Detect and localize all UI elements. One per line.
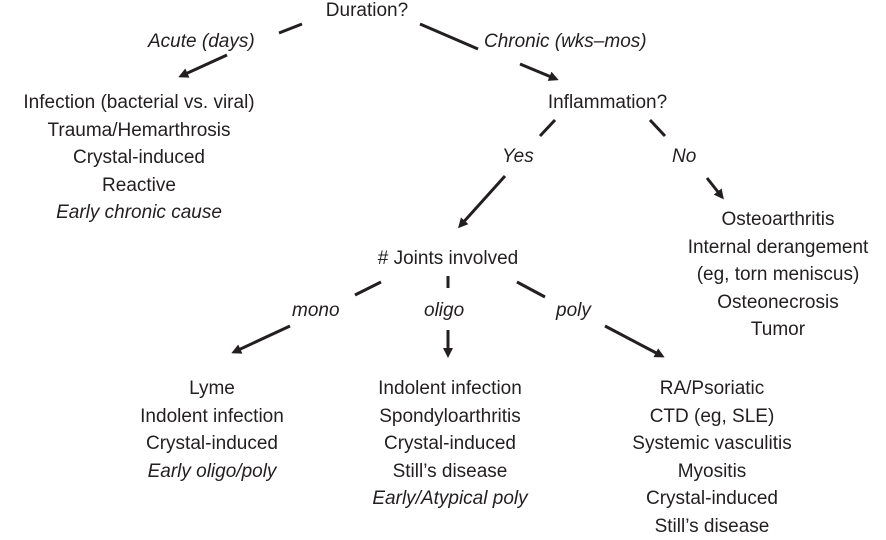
arrow-joints-to-mono-upper	[355, 282, 381, 295]
edge-label-yes: Yes	[502, 146, 534, 168]
arrow-duration-to-chronic-upper	[420, 24, 478, 49]
cause-item: Tumor	[663, 316, 886, 344]
arrow-joints-to-poly-upper	[517, 282, 545, 297]
cause-item: Infection (bacterial vs. viral)	[0, 89, 280, 117]
arrow-duration-to-acute-upper	[279, 24, 302, 33]
cause-item: Osteonecrosis	[663, 289, 886, 317]
edge-label-chronic: Chronic (wks–mos)	[484, 31, 647, 53]
arrow-duration-to-acute-lower	[181, 55, 227, 76]
cause-item: Early oligo/poly	[112, 458, 312, 486]
cause-item: Still’s disease	[612, 513, 812, 540]
arrow-duration-to-chronic-lower	[520, 64, 556, 79]
edge-label-mono: mono	[292, 300, 340, 322]
cause-item: Indolent infection	[112, 403, 312, 431]
acute-causes-list: Infection (bacterial vs. viral)Trauma/He…	[0, 89, 280, 227]
cause-item: Myositis	[612, 458, 812, 486]
edge-label-acute: Acute (days)	[148, 31, 255, 53]
cause-item: RA/Psoriatic	[612, 375, 812, 403]
edge-label-no: No	[672, 146, 696, 168]
cause-item: Still’s disease	[350, 458, 550, 486]
cause-item: Early chronic cause	[0, 199, 280, 227]
arrow-inflammation-to-yes-lower	[460, 176, 505, 226]
joints-involved-question: # Joints involved	[358, 245, 538, 273]
cause-item: Early/Atypical poly	[350, 485, 550, 513]
cause-item: Osteoarthritis	[663, 206, 886, 234]
arrow-joints-to-poly-lower	[605, 326, 662, 356]
cause-item: Crystal-induced	[112, 430, 312, 458]
cause-item: Internal derangement	[663, 234, 886, 262]
arrow-inflammation-to-no-lower	[707, 178, 722, 197]
arrow-inflammation-to-yes-upper	[540, 120, 555, 136]
cause-item: Indolent infection	[350, 375, 550, 403]
inflammation-question: Inflammation?	[535, 89, 680, 117]
edge-label-oligo: oligo	[424, 300, 464, 322]
cause-item: Spondyloarthritis	[350, 403, 550, 431]
arrow-joints-to-mono-lower	[234, 326, 290, 352]
cause-item: Systemic vasculitis	[612, 430, 812, 458]
root-question-duration: Duration?	[312, 0, 422, 25]
cause-item: CTD (eg, SLE)	[612, 403, 812, 431]
cause-item: (eg, torn meniscus)	[663, 261, 886, 289]
cause-item: Trauma/Hemarthrosis	[0, 117, 280, 145]
arrow-inflammation-to-no-upper	[650, 120, 665, 136]
cause-item: Crystal-induced	[0, 144, 280, 172]
edge-label-poly: poly	[556, 300, 591, 322]
cause-item: Crystal-induced	[350, 430, 550, 458]
cause-item: Crystal-induced	[612, 485, 812, 513]
cause-item: Reactive	[0, 172, 280, 200]
cause-item: Lyme	[112, 375, 312, 403]
